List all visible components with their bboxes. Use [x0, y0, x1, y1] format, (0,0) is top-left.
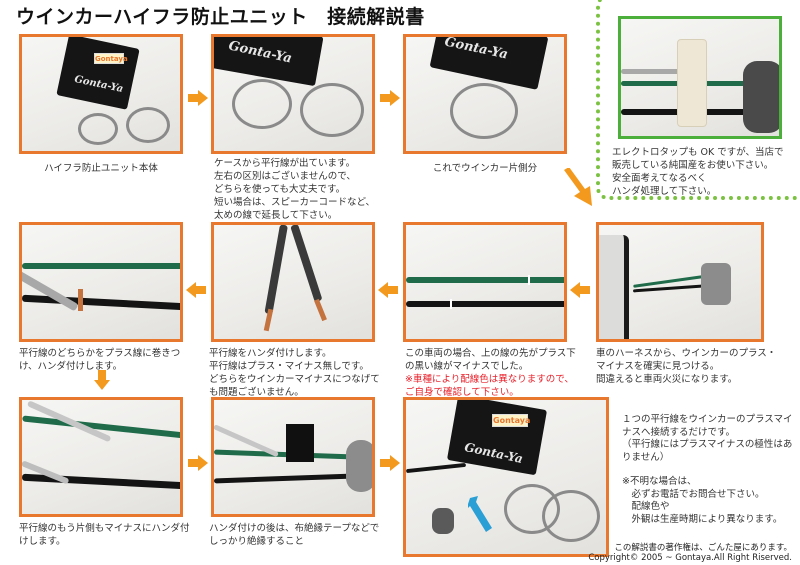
step-9-photo — [211, 397, 375, 517]
step-5-photo — [403, 222, 567, 342]
harness-wire — [406, 462, 467, 474]
arrow-left-icon — [378, 282, 398, 298]
arrow-right-icon — [380, 455, 400, 471]
step-5-caption: この車両の場合、上の線の先がプラス下 の黒い線がマイナスでした。 ※車種により配… — [405, 348, 576, 398]
step-1-caption: ハイフラ防止ユニット本体 — [44, 163, 158, 174]
bulb-socket — [701, 263, 731, 305]
pointer-arrow-icon — [468, 496, 492, 532]
arrow-right-icon — [188, 455, 208, 471]
step-9-caption: ハンダ付けの後は、布絶縁テープなどで しっかり絶縁すること — [209, 523, 380, 547]
copyright-line: Copyright© 2005 ~ Gontaya.All Right Rise… — [588, 553, 792, 563]
tip-caption: エレクトロタップも OK ですが、当店で 販売している純国産をお使い下さい。 安… — [612, 147, 784, 197]
green-wire — [406, 277, 564, 283]
summary-text: １つの平行線をウインカーのプラスマイ ナスへ接続するだけです。 （平行線にはプラ… — [622, 414, 793, 525]
arrow-right-icon — [380, 90, 400, 106]
step-8-caption: 平行線のもう片側もマイナスにハンダ付 けします。 — [19, 523, 190, 547]
copper-strand — [314, 298, 327, 322]
control-unit-box — [56, 37, 140, 110]
arrow-right-icon — [188, 90, 208, 106]
warning-text: ※車種により配線色は異なりますので、 — [405, 374, 574, 385]
copyright-notice: この解説書の著作権は、ごんた屋にあります。 — [614, 543, 792, 553]
step-7-caption: 平行線のどちらかをプラス線に巻きつ け、ハンダ付けします。 — [19, 348, 181, 372]
arrow-down-icon — [94, 370, 110, 390]
cable-coil — [78, 113, 118, 145]
bulb-socket — [432, 508, 454, 534]
step-2-caption: ケースから平行線が出ています。 左右の区別はございませんので、 どちらを使っても… — [214, 158, 376, 221]
step-4-caption: 車のハーネスから、ウインカーのプラス・ マイナスを確実に見つける。 間違えると車… — [596, 348, 777, 385]
step-6-caption: 平行線をハンダ付けします。 平行線はプラス・マイナス無しです。 どちらをウインカ… — [209, 348, 380, 398]
arrow-left-icon — [186, 282, 206, 298]
insulation-tape — [286, 424, 314, 462]
page-title: ウインカーハイフラ防止ユニット 接続解説書 — [16, 6, 425, 28]
step-3-caption: これでウインカー片側分 — [432, 163, 538, 174]
step-10-photo: Gontaya Gonta-Ya — [403, 397, 609, 557]
warning-text: ご自身で確認して下さい。 — [405, 387, 519, 398]
cable-coil — [450, 83, 518, 139]
tip-box — [596, 0, 800, 200]
step-8-photo — [19, 397, 183, 517]
cable-coil — [232, 79, 292, 129]
arrow-down-right-icon — [564, 168, 592, 206]
cable-coil — [126, 107, 170, 143]
step-7-photo — [19, 222, 183, 342]
step-3-photo: Gonta-Ya — [403, 34, 567, 154]
step-2-photo: Gonta-Ya — [211, 34, 375, 154]
tip-photo-electro-tap — [618, 16, 782, 139]
grey-wire — [22, 269, 79, 312]
strip-mark — [450, 299, 452, 309]
brand-sticker: Gontaya — [492, 414, 531, 427]
parallel-wire-left — [264, 225, 288, 315]
black-wire — [214, 473, 355, 484]
copper-wrap — [78, 289, 83, 311]
step-6-photo — [211, 222, 375, 342]
electro-tap-connector — [677, 39, 707, 127]
strip-mark — [528, 275, 530, 285]
green-wire — [214, 449, 355, 460]
bulb-socket — [743, 61, 779, 133]
black-wire — [406, 301, 564, 307]
cable-coil — [542, 490, 600, 542]
parallel-wire-right — [290, 225, 323, 303]
step-1-photo: Gontaya Gonta-Ya — [19, 34, 183, 154]
grey-wire — [621, 69, 701, 74]
green-wire — [22, 263, 180, 269]
step-4-photo — [596, 222, 764, 342]
bulb-socket — [346, 440, 372, 492]
cable-coil — [300, 83, 364, 137]
brand-sticker: Gontaya — [94, 53, 128, 64]
arrow-left-icon — [570, 282, 590, 298]
black-wire — [22, 294, 180, 311]
tail-lamp-housing — [599, 235, 629, 339]
